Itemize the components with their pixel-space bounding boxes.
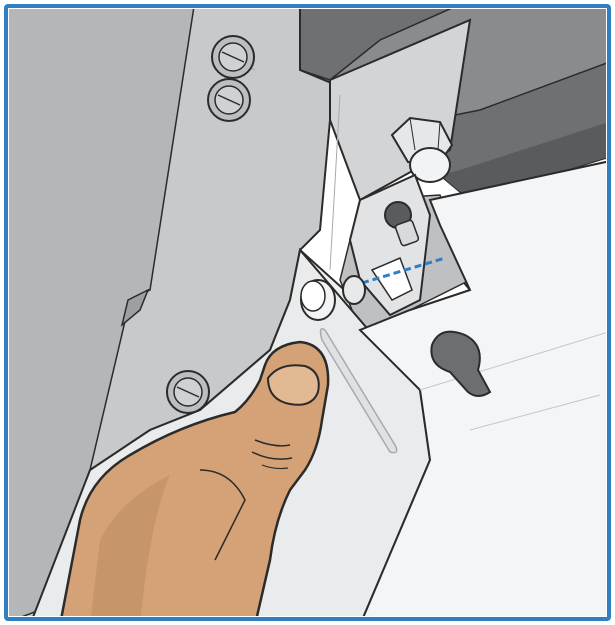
panel-pin-left: [301, 280, 335, 320]
bracket-bolt-middle: [208, 79, 250, 121]
bracket-bolt-top: [212, 36, 254, 78]
panel-pin-right: [343, 276, 365, 304]
